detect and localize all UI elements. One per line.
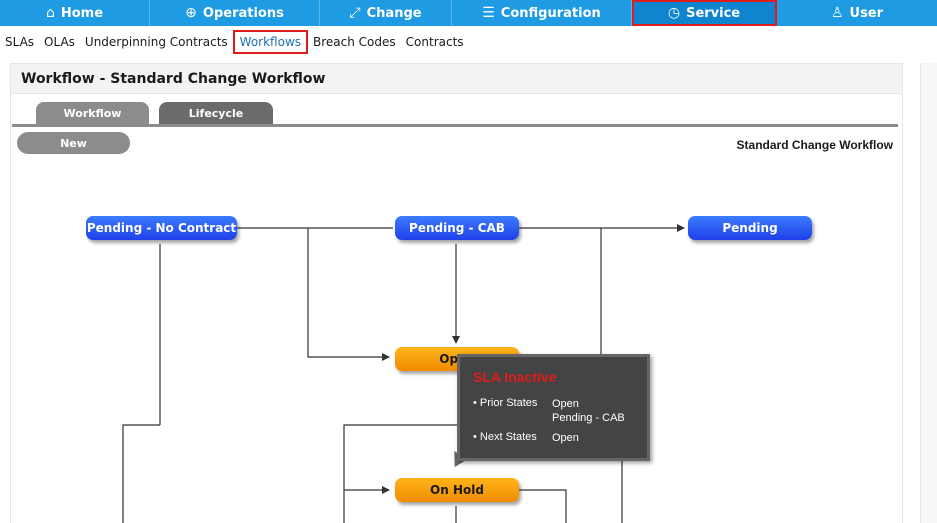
nav-tab-label: Operations <box>202 5 284 21</box>
tab-workflow[interactable]: Workflow <box>36 102 149 124</box>
nav-tab-operations[interactable]: ⊕ Operations <box>150 0 320 26</box>
sub-nav: SLAs OLAs Underpinning Contracts Workflo… <box>0 28 469 56</box>
subnav-item-breach-codes[interactable]: Breach Codes <box>313 35 396 49</box>
nav-tab-label: User <box>849 5 884 21</box>
page-title: Workflow - Standard Change Workflow <box>11 64 902 94</box>
tab-lifecycle[interactable]: Lifecycle <box>159 102 273 124</box>
connector <box>343 424 457 523</box>
operations-icon: ⊕ <box>185 5 197 21</box>
nav-tab-service[interactable]: ◷ Service <box>632 0 777 26</box>
prior-state-value: Open <box>552 398 579 410</box>
connector <box>307 228 390 361</box>
tab-divider <box>12 124 898 127</box>
state-on-hold[interactable]: On Hold <box>395 478 519 502</box>
vertical-scrollbar[interactable] <box>920 63 937 523</box>
nav-tab-label: Service <box>686 5 741 21</box>
connector <box>519 489 567 523</box>
prior-state-value: Pending - CAB <box>552 412 625 424</box>
subnav-item-slas[interactable]: SLAs <box>5 35 35 49</box>
state-pending[interactable]: Pending <box>688 216 812 240</box>
nav-tab-label: Change <box>366 5 422 21</box>
subnav-item-olas[interactable]: OLAs <box>44 35 75 49</box>
configuration-icon: ☰ <box>482 5 495 21</box>
prior-states-label: • Prior States <box>473 397 538 409</box>
new-button[interactable]: New <box>17 132 130 154</box>
subnav-item-underpinning-contracts[interactable]: Underpinning Contracts <box>84 35 228 49</box>
user-icon: ♙ <box>830 5 844 21</box>
nav-tab-user[interactable]: ♙ User <box>777 0 937 26</box>
panel-tabs: Workflow Lifecycle <box>36 102 273 124</box>
state-pending-no-contract[interactable]: Pending - No Contract <box>86 216 237 240</box>
nav-tab-home[interactable]: ⌂ Home <box>0 0 150 26</box>
nav-tab-label: Configuration <box>500 5 601 21</box>
clock-icon: ◷ <box>667 5 681 21</box>
nav-tab-label: Home <box>60 5 104 21</box>
sla-tooltip: SLA Inactive • Prior States Open Pending… <box>457 354 650 461</box>
subnav-item-contracts[interactable]: Contracts <box>405 35 464 49</box>
next-state-value: Open <box>552 432 579 444</box>
connector <box>122 424 160 523</box>
home-icon: ⌂ <box>45 5 55 21</box>
top-nav: ⌂ Home ⊕ Operations ⤢ Change ☰ Configura… <box>0 0 937 26</box>
state-pending-cab[interactable]: Pending - CAB <box>395 216 519 240</box>
next-states-label: • Next States <box>473 431 537 443</box>
tooltip-next-states: • Next States Open <box>473 431 634 445</box>
nav-tab-change[interactable]: ⤢ Change <box>320 0 452 26</box>
workflow-name: Standard Change Workflow <box>736 138 893 152</box>
tooltip-prior-states: • Prior States Open Pending - CAB <box>473 397 634 425</box>
change-icon: ⤢ <box>349 5 361 21</box>
nav-tab-configuration[interactable]: ☰ Configuration <box>452 0 632 26</box>
tooltip-title: SLA Inactive <box>473 369 557 385</box>
subnav-item-workflows[interactable]: Workflows <box>232 30 309 54</box>
